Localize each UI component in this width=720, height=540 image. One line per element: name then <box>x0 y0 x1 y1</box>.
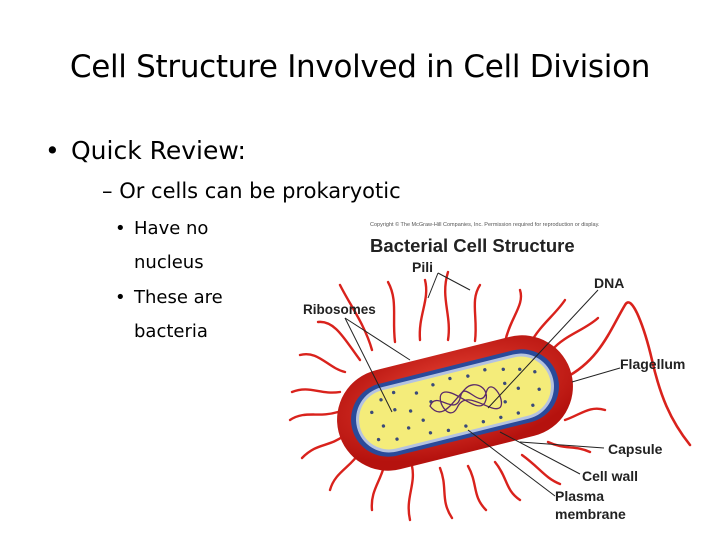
pilus <box>316 320 362 362</box>
label-dna: DNA <box>594 275 624 291</box>
pilus <box>520 453 562 486</box>
dna-strand <box>429 384 503 414</box>
bullet-prokaryotic: – Or cells can be prokaryotic <box>102 176 401 206</box>
cell-body <box>337 335 573 471</box>
pilus <box>298 352 347 374</box>
pilus <box>407 464 415 522</box>
ribosomes-group <box>370 367 541 442</box>
figure-title: Bacterial Cell Structure <box>370 235 575 256</box>
label-capsule: Capsule <box>608 441 663 457</box>
pilus <box>493 460 522 502</box>
slide-title: Cell Structure Involved in Cell Division <box>69 49 651 85</box>
pilus <box>546 440 592 454</box>
bullet-marker: • <box>115 218 126 239</box>
pilus <box>386 280 397 344</box>
flagellum <box>563 301 692 447</box>
bullet-marker: • <box>115 287 126 308</box>
bullet-text: Or cells can be prokaryotic <box>119 179 401 203</box>
pilus <box>563 407 607 422</box>
pilus <box>288 410 340 422</box>
bullet-marker: • <box>45 136 60 165</box>
pilus <box>290 388 342 394</box>
bullet-text: These are bacteria <box>134 287 223 342</box>
pilus <box>338 283 374 352</box>
label-cell-wall: Cell wall <box>582 468 638 484</box>
label-pili: Pili <box>412 259 433 275</box>
bullet-marker: – <box>102 179 113 203</box>
pilus <box>466 464 488 512</box>
bullet-text: Have no nucleus <box>134 218 209 273</box>
label-plasma: Plasma <box>555 488 604 504</box>
leader-lines <box>344 272 621 497</box>
pilus <box>444 270 450 342</box>
pilus <box>550 316 600 352</box>
figure-copyright: Copyright © The McGraw-Hill Companies, I… <box>370 221 600 228</box>
pilus <box>418 278 428 342</box>
pilus <box>473 283 482 343</box>
label-flagellum: Flagellum <box>620 356 685 372</box>
pilus <box>300 433 347 460</box>
pilus <box>438 466 454 520</box>
cytoplasm <box>359 356 551 450</box>
pilus <box>503 288 523 344</box>
label-membrane: membrane <box>555 506 626 522</box>
bullet-text: Quick Review: <box>71 136 246 165</box>
label-ribosomes: Ribosomes <box>303 302 376 317</box>
